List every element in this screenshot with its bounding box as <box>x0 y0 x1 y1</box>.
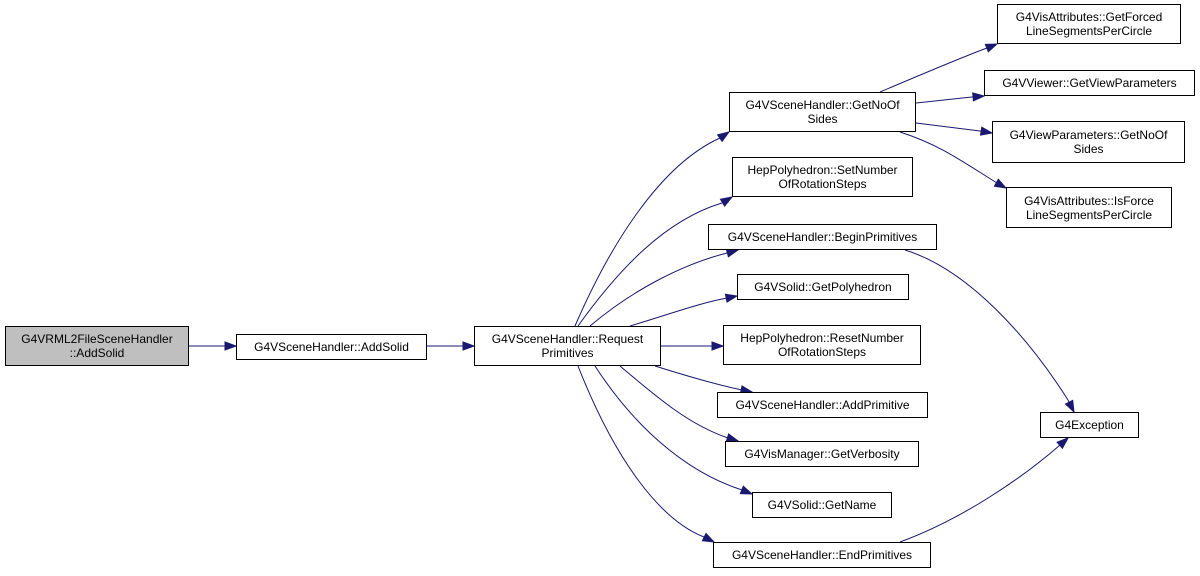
node-label: G4VViewer::GetViewParameters <box>1002 76 1177 90</box>
node-label: G4VSolid::GetName <box>767 498 877 512</box>
edge-beginprimitives-to-g4exception <box>904 249 1069 401</box>
node-g4vscenehandler-endprimitives[interactable]: G4VSceneHandler::EndPrimitives <box>713 542 931 568</box>
node-label: G4VSceneHandler::AddSolid <box>254 340 409 354</box>
node-label: G4VSceneHandler::EndPrimitives <box>731 548 913 562</box>
edge-beginprimitives-to-g4exception-tail <box>1067 399 1070 403</box>
edge-addsolid-to-requestprimitives-arrowhead <box>462 341 476 351</box>
edge-request-to-getpolyhedron <box>629 297 728 327</box>
node-label-line-2: Primitives <box>541 346 594 360</box>
edge-request-to-endprimitives-arrowhead <box>701 532 716 543</box>
edge-request-to-setnumber <box>577 202 723 327</box>
node-label: G4VSceneHandler::BeginPrimitives <box>727 230 918 244</box>
node-label-line-1: G4VisAttributes::GetForced <box>1015 10 1163 24</box>
node-label: G4VSolid::GetPolyhedron <box>754 280 892 294</box>
edge-request-to-getnoofsides-arrowhead <box>716 131 731 143</box>
node-label: G4VisManager::GetVerbosity <box>744 447 900 461</box>
node-label-line-2: OfRotationSteps <box>777 345 867 359</box>
node-label-line-2: Sides <box>1073 142 1104 156</box>
node-label-line-1: G4VRML2FileSceneHandler <box>21 332 173 346</box>
node-g4viewparameters-getnoofsides[interactable]: G4ViewParameters::GetNoOf Sides <box>992 121 1185 163</box>
edge-request-to-addprimitive <box>654 365 743 391</box>
edge-getnoofsides-to-getviewparameters-arrowhead <box>972 92 986 102</box>
node-label-line-1: G4VSceneHandler::Request <box>491 332 644 346</box>
node-g4vrml2filescenehandler-addsolid: G4VRML2FileSceneHandler ::AddSolid <box>5 326 189 366</box>
node-g4visattributes-getforcedlinesegmentspercircle[interactable]: G4VisAttributes::GetForced LineSegmentsP… <box>997 4 1181 44</box>
edge-root-to-addsolid-arrowhead <box>224 341 238 351</box>
node-label-line-2: LineSegmentsPerCircle <box>1025 207 1153 222</box>
node-label-line-1: G4VSceneHandler::GetNoOf <box>745 98 900 112</box>
edge-request-to-resetnumber-arrowhead <box>711 341 725 351</box>
node-label-line-1: G4VisAttributes::IsForce <box>1024 193 1154 208</box>
edge-request-to-getname-arrowhead <box>739 485 754 495</box>
edge-getnoofsides-to-getviewparameters <box>915 96 973 104</box>
node-label-line-2: Sides <box>807 112 838 126</box>
edge-request-to-beginprimitives <box>589 252 728 327</box>
node-g4vscenehandler-addsolid[interactable]: G4VSceneHandler::AddSolid <box>236 334 427 360</box>
node-label: G4Exception <box>1055 418 1124 432</box>
node-g4vscenehandler-getnoofsides[interactable]: G4VSceneHandler::GetNoOf Sides <box>729 92 916 132</box>
node-g4vviewer-getviewparameters[interactable]: G4VViewer::GetViewParameters <box>984 70 1195 96</box>
edge-request-to-beginprimitives-arrowhead <box>725 248 740 258</box>
edge-endprimitives-to-g4exception <box>899 444 1061 543</box>
edge-request-to-getpolyhedron-arrowhead <box>724 293 739 303</box>
edge-getnoofsides-to-getforced-arrowhead <box>984 43 999 53</box>
edge-beginprimitives-to-g4exception-arrowhead <box>1064 399 1075 414</box>
edge-getnoofsides-to-isforce-arrowhead <box>993 178 1008 189</box>
edge-getnoofsides-to-getforced <box>879 47 988 93</box>
edge-getnoofsides-to-viewparams-getnoofsides <box>915 122 981 132</box>
node-g4vismanager-getverbosity[interactable]: G4VisManager::GetVerbosity <box>725 441 919 467</box>
node-heppolyhedron-resetnumberofrotationsteps[interactable]: HepPolyhedron::ResetNumber OfRotationSte… <box>723 325 921 365</box>
node-g4vsolid-getpolyhedron[interactable]: G4VSolid::GetPolyhedron <box>737 274 909 300</box>
edge-request-to-endprimitives <box>577 365 705 538</box>
node-g4vscenehandler-requestprimitives[interactable]: G4VSceneHandler::Request Primitives <box>474 326 661 366</box>
edge-getnoofsides-to-isforce <box>899 131 998 184</box>
node-g4visattributes-isforcelinesegmentspercircle[interactable]: G4VisAttributes::IsForce LineSegmentsPer… <box>1006 187 1172 228</box>
node-g4vscenehandler-addprimitive[interactable]: G4VSceneHandler::AddPrimitive <box>717 392 928 418</box>
node-label: G4VSceneHandler::AddPrimitive <box>735 398 910 412</box>
node-label-line-1: G4ViewParameters::GetNoOf <box>1009 128 1168 142</box>
edge-request-to-getname <box>594 365 743 491</box>
edge-request-to-getnoofsides <box>574 137 721 327</box>
node-label-line-2: LineSegmentsPerCircle <box>1025 24 1153 38</box>
node-label-line-1: HepPolyhedron::SetNumber <box>747 163 898 177</box>
edge-getnoofsides-to-viewparams-getnoofsides-arrowhead <box>979 126 994 136</box>
node-g4vscenehandler-beginprimitives[interactable]: G4VSceneHandler::BeginPrimitives <box>708 224 937 250</box>
edge-request-to-setnumber-arrowhead <box>719 196 734 207</box>
node-g4exception[interactable]: G4Exception <box>1040 412 1139 438</box>
edge-request-to-getverbosity <box>619 365 729 439</box>
node-label-line-2: ::AddSolid <box>69 346 125 360</box>
node-g4vsolid-getname[interactable]: G4VSolid::GetName <box>752 492 892 518</box>
node-heppolyhedron-setnumberofrotationsteps[interactable]: HepPolyhedron::SetNumber OfRotationSteps <box>732 157 913 197</box>
node-label-line-1: HepPolyhedron::ResetNumber <box>740 331 904 345</box>
node-label-line-2: OfRotationSteps <box>778 177 867 191</box>
